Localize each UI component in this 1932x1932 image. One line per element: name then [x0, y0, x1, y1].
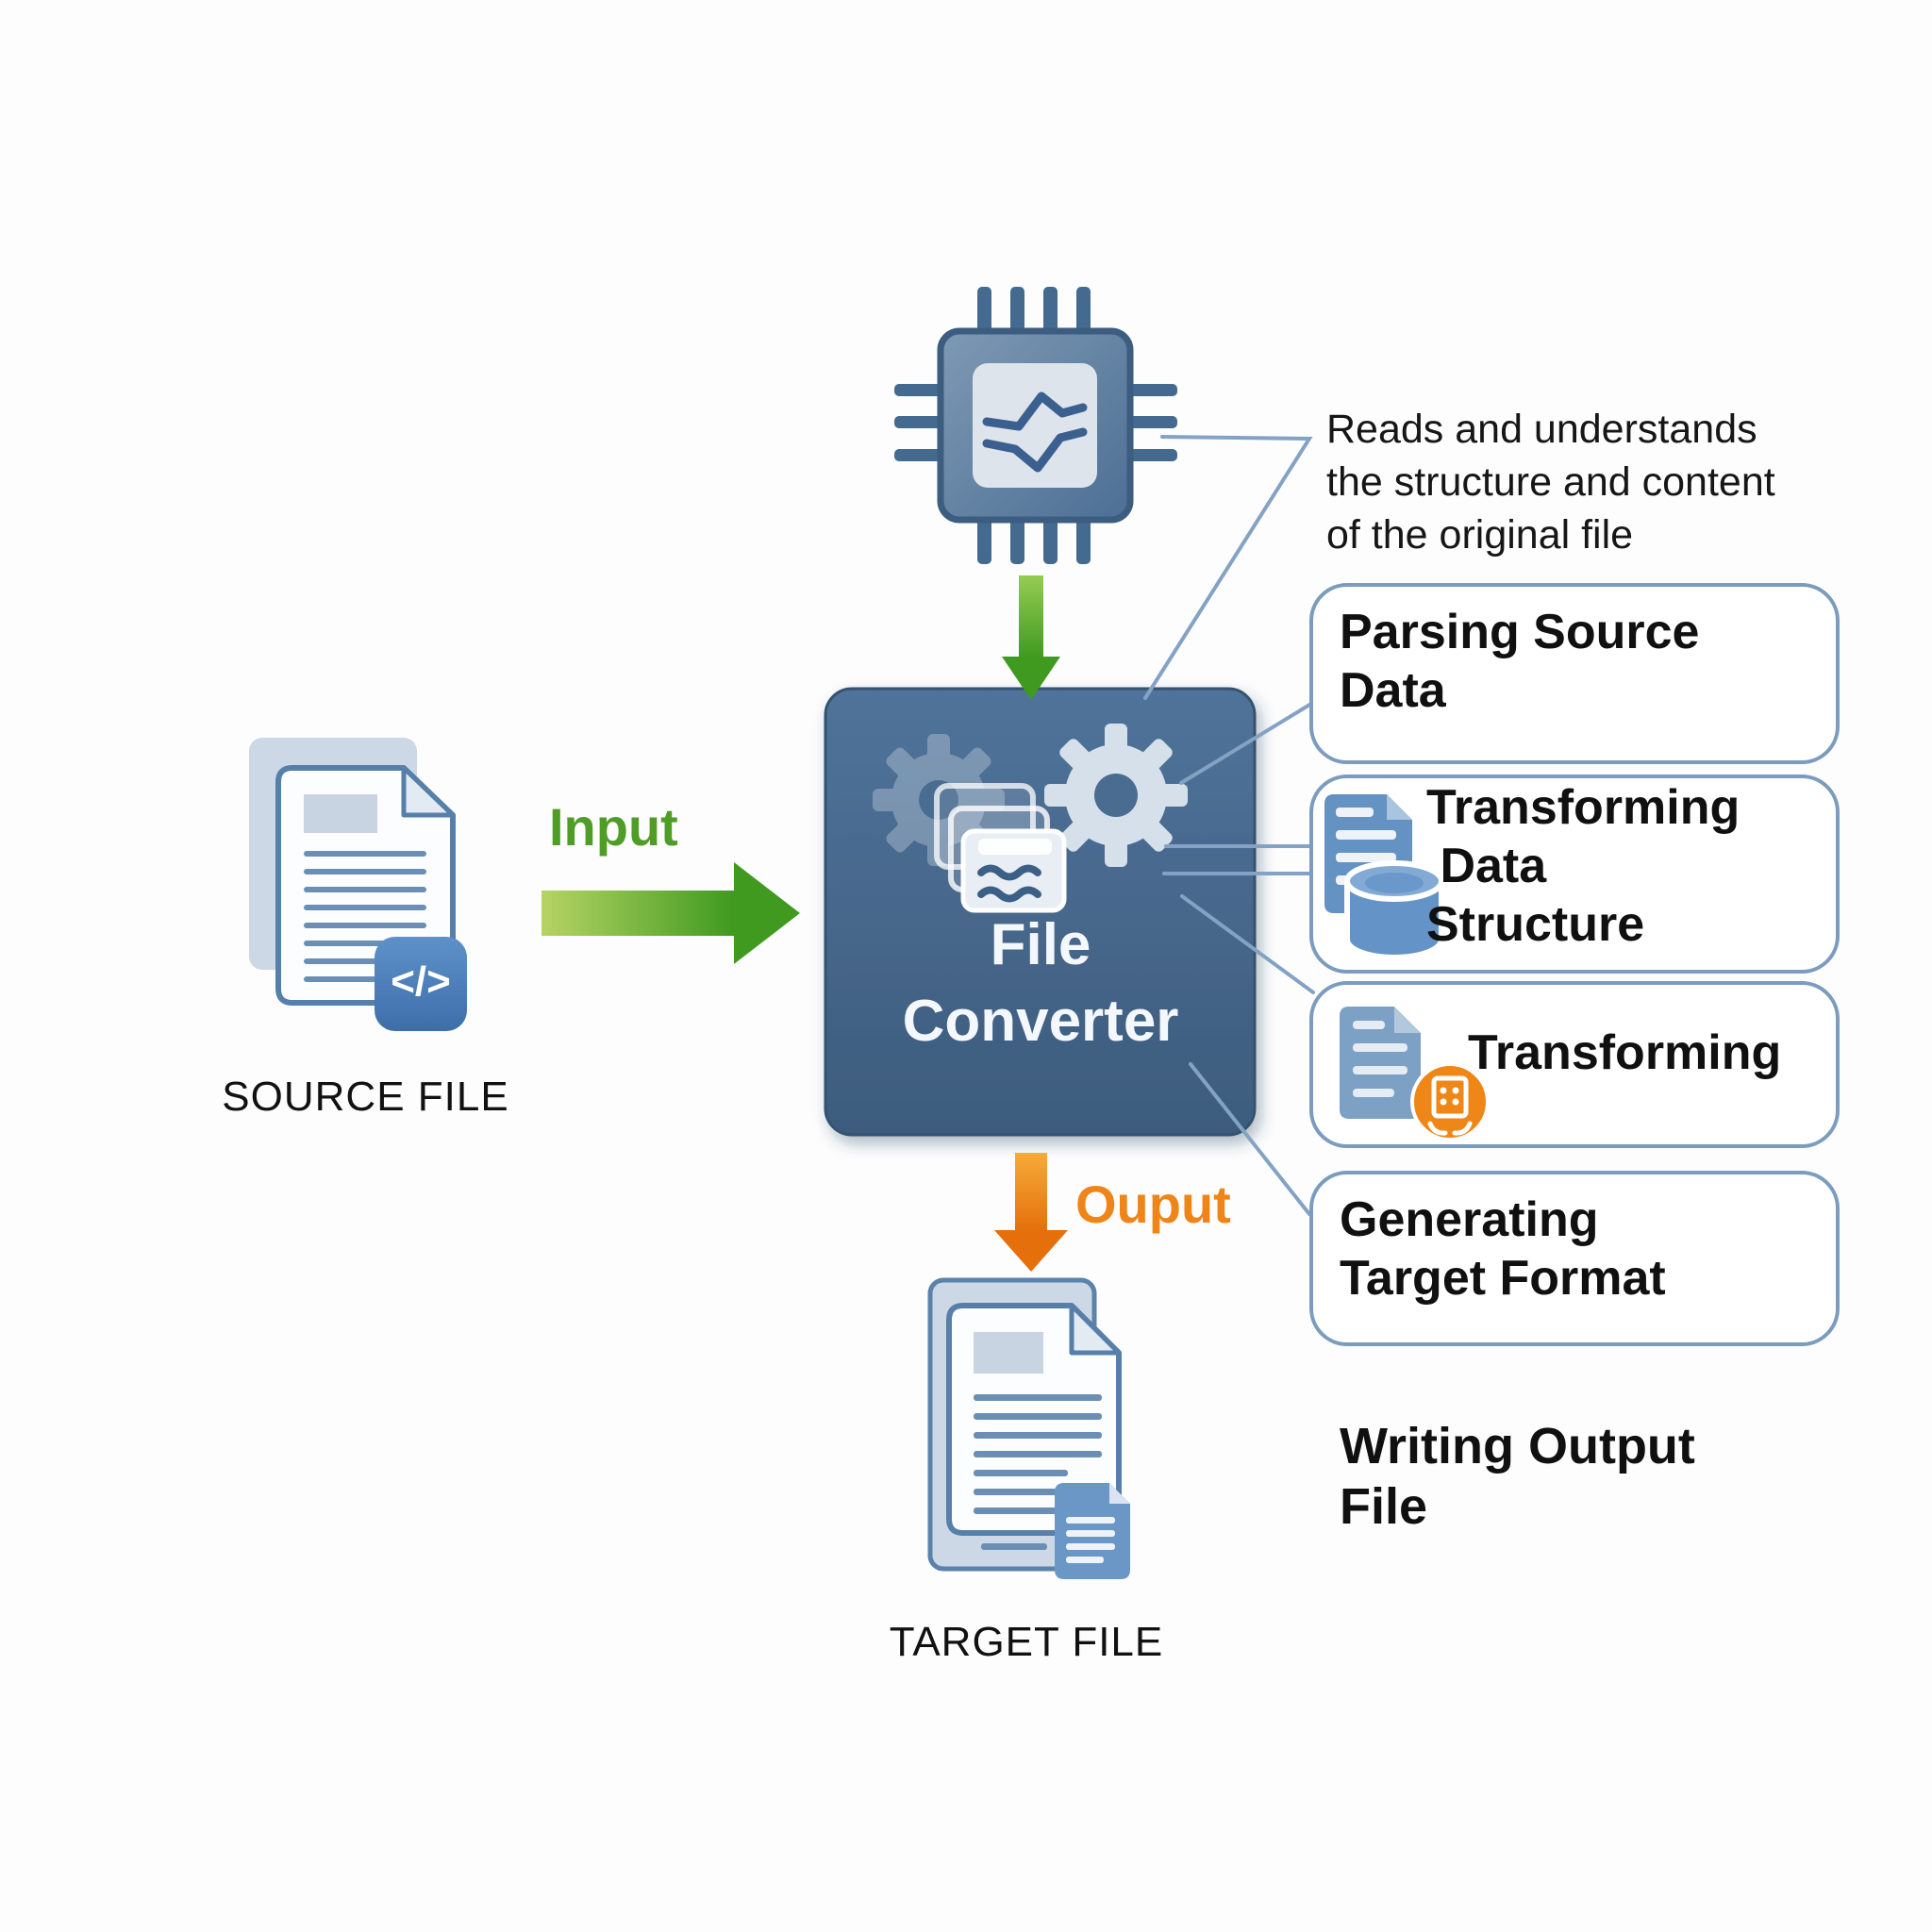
code-badge-glyph: </> — [391, 958, 451, 1005]
step-box-generating — [1309, 1171, 1840, 1346]
connector-cpu-annotation — [1143, 435, 1313, 700]
step-label-structure: Transforming Data Structure — [1426, 780, 1740, 952]
source-file-icon — [249, 738, 467, 1031]
step-label-generating: Generating Target Format — [1340, 1192, 1666, 1306]
connector-generating — [1189, 1062, 1311, 1216]
pages-stack-icon — [934, 783, 1067, 913]
file-converter-node — [824, 687, 1257, 1137]
target-file-label: TARGET FILE — [889, 1619, 1164, 1665]
connector-parsing — [1179, 702, 1313, 785]
step-label-writing-output: Writing Output File — [1340, 1418, 1695, 1535]
connector-transforming — [1180, 894, 1315, 994]
input-flow-label: Input — [549, 797, 678, 857]
step-box-parsing — [1309, 583, 1840, 764]
output-flow-label: Ouput — [1075, 1174, 1231, 1234]
gear-icon — [1044, 724, 1188, 867]
cpu-pins — [894, 287, 1177, 564]
cpu-annotation-text: Reads and understands the structure and … — [1326, 407, 1775, 558]
output-arrow — [994, 1153, 1068, 1272]
code-badge-icon — [375, 937, 467, 1031]
converter-title: File Converter — [902, 912, 1179, 1054]
cpu-chip-icon — [894, 287, 1177, 564]
cpu-to-converter-arrow — [1002, 575, 1060, 700]
document-transform-icon — [1340, 1007, 1490, 1141]
target-file-icon — [927, 1277, 1130, 1579]
input-arrow — [541, 862, 800, 964]
document-database-icon — [1324, 794, 1444, 960]
step-label-parsing: Parsing Source Data — [1340, 605, 1700, 718]
source-file-label: SOURCE FILE — [222, 1074, 509, 1120]
step-label-transforming: Transforming — [1468, 1025, 1782, 1080]
mini-document-icon — [1055, 1483, 1130, 1579]
